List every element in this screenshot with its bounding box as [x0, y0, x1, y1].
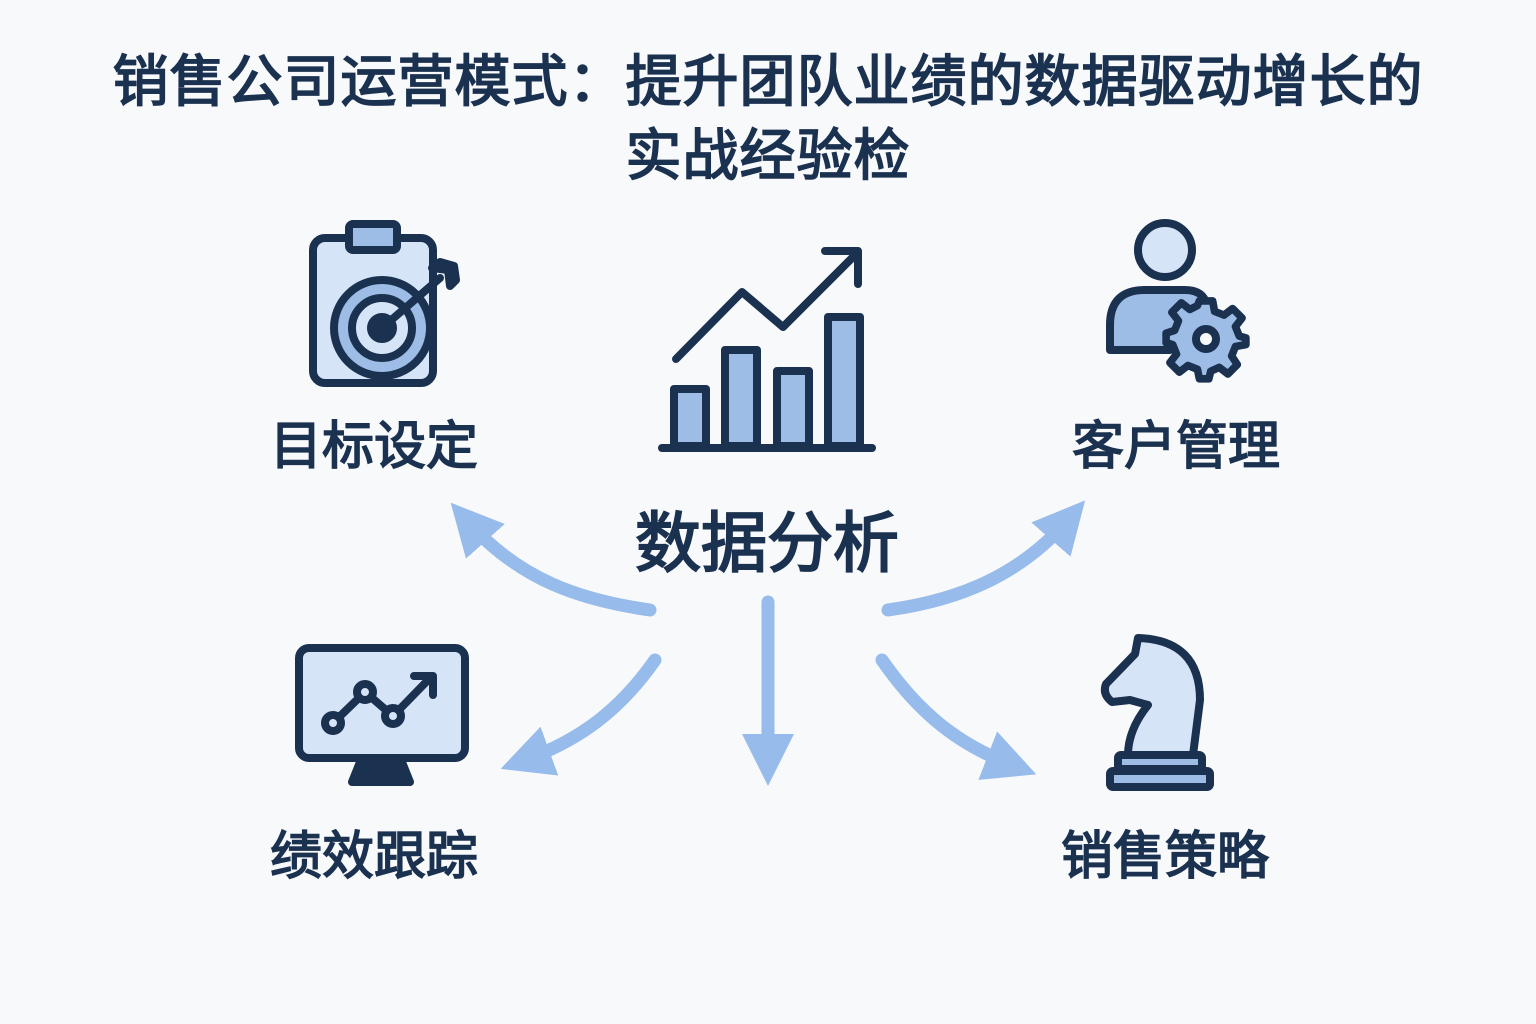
- node-performance-tracking: 绩效跟踪: [269, 827, 478, 887]
- user-gear-icon: [1106, 219, 1250, 383]
- title-line-2: 实战经验检: [625, 124, 911, 189]
- node-goal-setting: 目标设定: [269, 417, 478, 477]
- clipboard-target-icon: [309, 220, 460, 387]
- title-line-1: 销售公司运营模式：提升团队业绩的数据驱动增长的: [112, 50, 1424, 115]
- bar-chart-trend-icon: [658, 247, 876, 452]
- arrow-to-strategy: [875, 653, 1037, 780]
- node-sales-strategy: 销售策略: [1060, 827, 1269, 887]
- chess-knight-icon: [1100, 634, 1214, 791]
- node-customer-management: 客户管理: [1071, 417, 1280, 477]
- center-data-analysis: 数据分析: [635, 505, 899, 582]
- arrow-to-performance: [500, 653, 662, 776]
- arrow-to-customer: [881, 500, 1086, 617]
- arrow-to-goal: [450, 502, 657, 617]
- monitor-chart-icon: [295, 644, 469, 786]
